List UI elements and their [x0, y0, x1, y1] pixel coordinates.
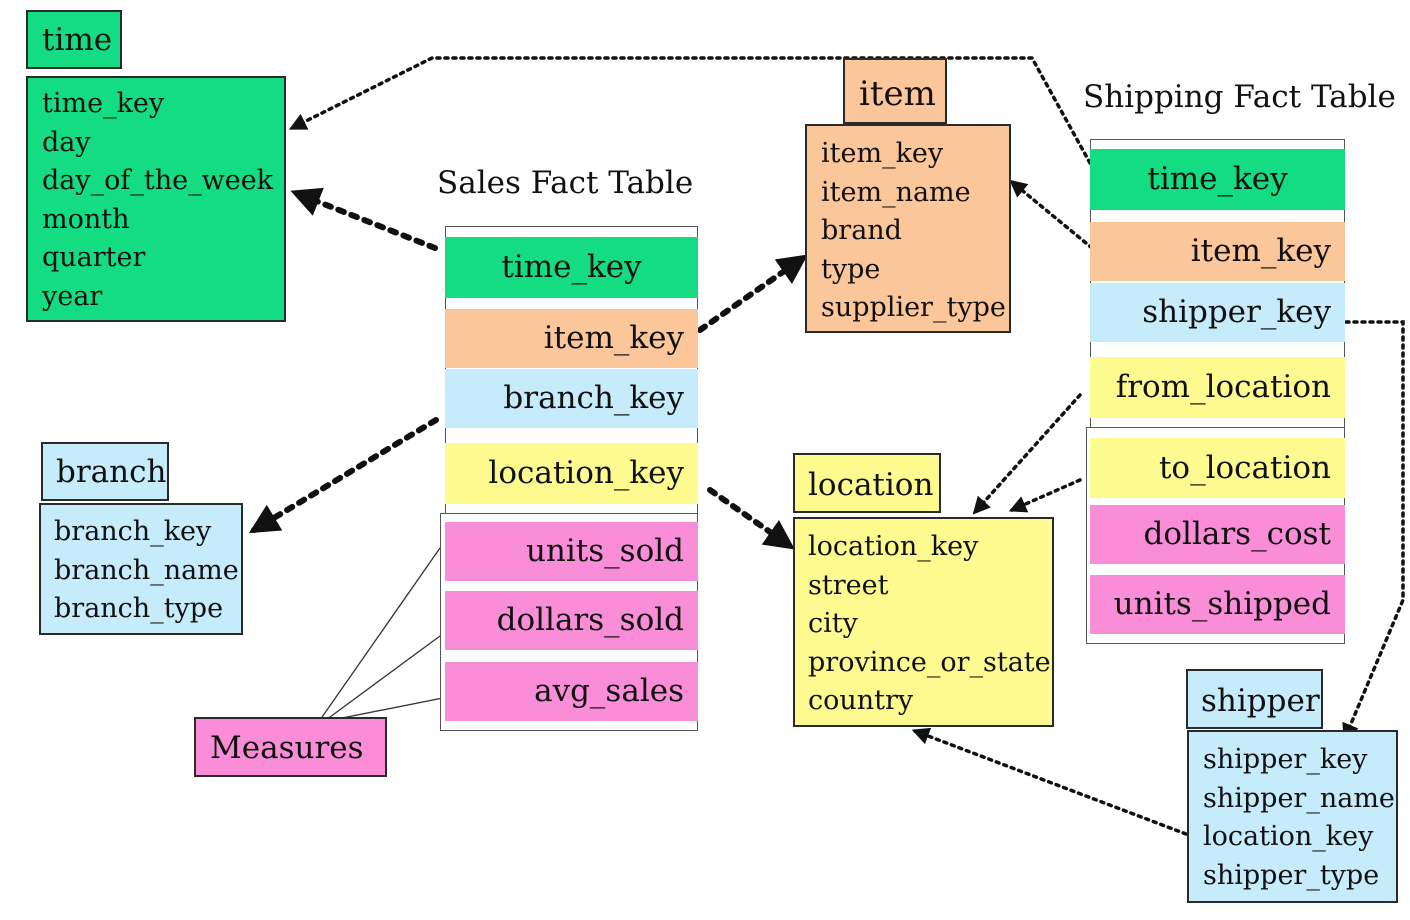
- sales-location-arrow: [707, 487, 795, 550]
- item-field-list: item_key item_name brand type supplier_t…: [821, 135, 1006, 328]
- shipper-field-list: shipper_key shipper_name location_key sh…: [1203, 741, 1395, 895]
- sales-measure-dollars: dollars_sold: [445, 591, 698, 650]
- time-table-body: time_key day day_of_the_week month quart…: [26, 76, 286, 322]
- location-table-title: location: [808, 467, 934, 503]
- item-field: supplier_type: [821, 292, 1006, 323]
- time-field: day_of_the_week: [42, 165, 274, 196]
- time-field-list: time_key day day_of_the_week month quart…: [42, 85, 273, 316]
- shipping-key-item: item_key: [1090, 222, 1345, 281]
- time-field: time_key: [42, 88, 165, 119]
- item-field: item_key: [821, 138, 944, 169]
- branch-table-body: branch_key branch_name branch_type: [39, 503, 243, 635]
- shipping-key-time: time_key: [1090, 149, 1345, 210]
- sales-key-item: item_key: [445, 309, 698, 368]
- shipping-measure-dollars-cost: dollars_cost: [1090, 505, 1345, 564]
- branch-table-header: branch: [41, 442, 169, 501]
- item-field: brand: [821, 215, 902, 246]
- time-field: year: [42, 280, 103, 312]
- shipper-field: location_key: [1203, 821, 1374, 852]
- location-field: province_or_state: [808, 646, 1051, 678]
- shipper-table-body: shipper_key shipper_name location_key sh…: [1187, 730, 1398, 903]
- time-field: day: [42, 126, 91, 158]
- location-field: city: [808, 608, 858, 639]
- time-table-header: time: [26, 10, 122, 69]
- location-table-header: location: [793, 453, 941, 513]
- sales-key-time: time_key: [445, 237, 698, 298]
- location-field: location_key: [808, 531, 979, 562]
- item-table-title: item: [859, 74, 936, 114]
- shipping-key-shipper: shipper_key: [1090, 283, 1345, 342]
- shipper-field: shipper_type: [1203, 859, 1380, 891]
- location-field-list: location_key street city province_or_sta…: [808, 528, 1051, 721]
- branch-field: branch_name: [54, 554, 239, 586]
- location-field: country: [808, 685, 914, 716]
- measures-label: Measures: [210, 730, 364, 766]
- shipper-field: shipper_key: [1203, 744, 1368, 775]
- sales-time-arrow: [290, 187, 438, 251]
- time-table-title: time: [42, 22, 113, 58]
- measures-line-dollars: [325, 635, 441, 721]
- branch-field: branch_type: [54, 593, 224, 624]
- shipping-fact-caption: Shipping Fact Table: [1083, 79, 1396, 115]
- shipping-key-to-location: to_location: [1090, 438, 1345, 498]
- time-field: quarter: [42, 242, 146, 273]
- to-location-arrow: [1008, 478, 1082, 513]
- sales-key-branch: branch_key: [445, 369, 698, 428]
- shipper-table-title: shipper: [1201, 683, 1320, 719]
- location-table-body: location_key street city province_or_sta…: [793, 517, 1054, 727]
- location-field: street: [808, 569, 889, 601]
- shipper-table-header: shipper: [1186, 669, 1323, 729]
- item-table-header: item: [843, 58, 947, 124]
- sales-measure-avg: avg_sales: [445, 662, 698, 721]
- sales-fact-caption: Sales Fact Table: [437, 165, 694, 201]
- time-field: month: [42, 203, 130, 235]
- shipper-field: shipper_name: [1203, 782, 1395, 814]
- sales-measure-units: units_sold: [445, 522, 698, 581]
- item-table-body: item_key item_name brand type supplier_t…: [805, 124, 1011, 333]
- measures-label-box: Measures: [194, 717, 387, 777]
- branch-field: branch_key: [54, 516, 212, 547]
- measures-line-avg: [331, 694, 459, 721]
- sales-branch-arrow: [248, 417, 439, 534]
- shipping-key-from-location: from_location: [1090, 357, 1345, 418]
- shipping-time-arrow: [288, 56, 1092, 165]
- item-field: item_name: [821, 176, 971, 208]
- branch-table-title: branch: [56, 454, 167, 490]
- from-location-arrow: [972, 393, 1082, 515]
- measures-line-units: [319, 547, 441, 721]
- shipper-location-arrow: [911, 727, 1188, 836]
- branch-field-list: branch_key branch_name branch_type: [54, 513, 239, 629]
- shipper-key-arrow: [1342, 320, 1405, 742]
- sales-key-location: location_key: [445, 443, 698, 504]
- sales-item-arrow: [697, 254, 808, 333]
- shipping-measure-units-shipped: units_shipped: [1090, 575, 1345, 634]
- item-field: type: [821, 253, 881, 285]
- shipping-item-arrow: [1009, 179, 1094, 250]
